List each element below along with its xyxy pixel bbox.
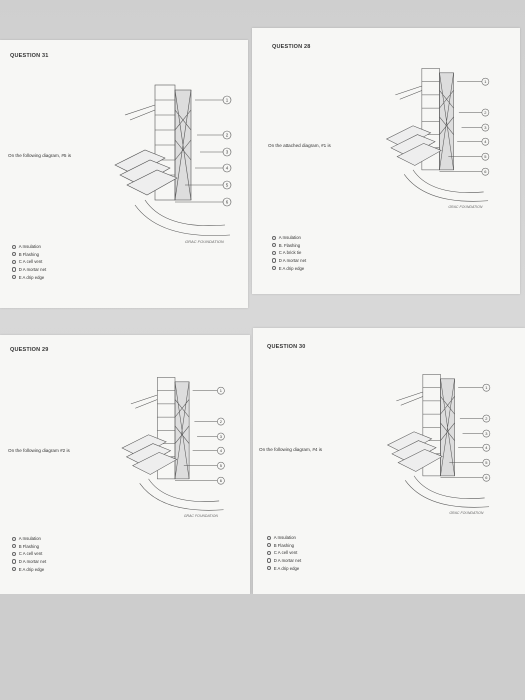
option-a[interactable]: A Insulation xyxy=(267,534,301,542)
radio-icon[interactable] xyxy=(12,559,17,564)
wall-section-diagram: 1 2 3 4 5 6 GRAC FOUNDATION xyxy=(105,80,245,255)
option-d[interactable]: D A mortar net xyxy=(272,257,306,265)
radio-icon[interactable] xyxy=(267,543,272,548)
callout-1-label: 1 xyxy=(484,79,487,84)
callout-5-label: 5 xyxy=(484,154,487,159)
radio-icon[interactable] xyxy=(272,266,277,271)
option-b[interactable]: B Flashing xyxy=(267,542,301,550)
option-a[interactable]: A Insulation xyxy=(272,234,306,242)
question-text: On the following diagram, #5 is xyxy=(8,153,72,158)
wall-section-diagram: 1 2 3 4 5 6 GRAC FOUNDATION xyxy=(368,370,513,525)
radio-icon[interactable] xyxy=(12,244,17,249)
answer-options: A Insulation B Flashing C A cell vent D … xyxy=(12,243,46,281)
radio-icon[interactable] xyxy=(267,566,272,571)
callout-3-label: 3 xyxy=(220,434,223,439)
radio-icon[interactable] xyxy=(12,259,17,265)
question-text: On the attached diagram, #1 is xyxy=(268,143,331,148)
radio-icon[interactable] xyxy=(12,536,17,541)
callout-6-label: 6 xyxy=(220,478,223,483)
option-c[interactable]: C A cell vent xyxy=(12,258,46,266)
option-c[interactable]: C A cell vent xyxy=(12,550,46,558)
wall-section-diagram: 1 2 3 4 5 6 GRAC FOUNDATION xyxy=(105,373,245,528)
callout-2-label: 2 xyxy=(485,416,487,421)
callout-2-label: 2 xyxy=(226,133,229,138)
question-text: On the following diagram #2 is xyxy=(8,448,70,453)
callout-4-label: 4 xyxy=(226,166,229,171)
answer-options: A Insulation B. Flashing C A brick tie D… xyxy=(272,234,306,272)
question-title: QUESTION 29 xyxy=(10,347,49,353)
option-e[interactable]: E A drip edge xyxy=(12,273,46,281)
stamp-text: GRAC FOUNDATION xyxy=(448,205,483,209)
radio-icon[interactable] xyxy=(12,544,17,549)
callout-2-label: 2 xyxy=(484,110,486,115)
option-b[interactable]: B Flashing xyxy=(12,251,46,259)
callout-6-label: 6 xyxy=(226,200,229,205)
radio-icon[interactable] xyxy=(267,550,272,556)
option-b[interactable]: B Flashing xyxy=(12,543,46,551)
callout-1-label: 1 xyxy=(220,388,223,393)
callout-5-label: 5 xyxy=(485,460,488,465)
radio-icon[interactable] xyxy=(272,258,277,263)
stamp-text: GRAC FOUNDATION xyxy=(449,511,484,515)
callout-5-label: 5 xyxy=(226,183,229,188)
option-e[interactable]: E A drip edge xyxy=(267,564,301,572)
radio-icon[interactable] xyxy=(12,267,17,272)
callout-4-label: 4 xyxy=(484,139,487,144)
callout-3-label: 3 xyxy=(484,125,487,130)
wall-section-diagram: 1 2 3 4 5 6 GRAC FOUNDATION xyxy=(367,64,512,219)
callout-6-label: 6 xyxy=(484,169,487,174)
diagram-svg: 1 2 3 4 5 6 GRAC FOUNDATION xyxy=(121,377,225,518)
question-title: QUESTION 28 xyxy=(272,44,311,50)
stamp-text: GRAC FOUNDATION xyxy=(185,239,224,244)
diagram-svg: 1 2 3 4 5 6 GRAC FOUNDATION xyxy=(386,374,491,515)
radio-icon[interactable] xyxy=(272,243,277,248)
option-d[interactable]: D A mortar net xyxy=(12,266,46,274)
callout-1-label: 1 xyxy=(226,98,229,103)
callout-5-label: 5 xyxy=(220,463,223,468)
callout-1-label: 1 xyxy=(485,385,488,390)
question-title: QUESTION 31 xyxy=(10,53,49,59)
option-d[interactable]: D A mortar net xyxy=(12,558,46,566)
option-a[interactable]: A Insulation xyxy=(12,243,46,251)
radio-icon[interactable] xyxy=(267,558,272,563)
question-title: QUESTION 30 xyxy=(267,344,306,350)
option-c[interactable]: C A brick tie xyxy=(272,249,306,257)
answer-options: A Insulation B Flashing C A cell vent D … xyxy=(12,535,46,573)
question-29-panel: QUESTION 29 On the following diagram #2 … xyxy=(0,335,250,594)
question-text: On the following diagram, #4 is xyxy=(259,447,323,452)
radio-icon[interactable] xyxy=(272,235,277,240)
radio-icon[interactable] xyxy=(12,252,17,257)
callout-2-label: 2 xyxy=(220,419,222,424)
callout-6-label: 6 xyxy=(485,475,488,480)
callout-3-label: 3 xyxy=(226,150,229,155)
radio-icon[interactable] xyxy=(267,535,272,540)
option-e[interactable]: E A drip edge xyxy=(12,565,46,573)
radio-icon[interactable] xyxy=(12,275,17,280)
stamp-text: GRAC FOUNDATION xyxy=(184,514,219,518)
diagram-svg: 1 2 3 4 5 6 GRAC FOUNDATION xyxy=(385,68,490,209)
option-a[interactable]: A Insulation xyxy=(12,535,46,543)
question-28-panel: QUESTION 28 On the attached diagram, #1 … xyxy=(252,28,520,294)
option-e[interactable]: E A drip edge xyxy=(272,264,306,272)
callout-4-label: 4 xyxy=(485,445,488,450)
answer-options: A Insulation B Flashing C A cell vent D … xyxy=(267,534,301,572)
radio-icon[interactable] xyxy=(272,250,277,256)
callout-4-label: 4 xyxy=(220,448,223,453)
callout-3-label: 3 xyxy=(485,431,488,436)
option-c[interactable]: C A cell vent xyxy=(267,549,301,557)
radio-icon[interactable] xyxy=(12,567,17,572)
radio-icon[interactable] xyxy=(12,551,17,557)
diagram-svg: 1 2 3 4 5 6 GRAC FOUNDATION xyxy=(114,84,232,244)
question-30-panel: QUESTION 30 On the following diagram, #4… xyxy=(253,328,525,594)
option-b[interactable]: B. Flashing xyxy=(272,242,306,250)
question-31-panel: QUESTION 31 On the following diagram, #5… xyxy=(0,40,248,308)
option-d[interactable]: D A mortar net xyxy=(267,557,301,565)
desk-surface xyxy=(0,594,525,700)
